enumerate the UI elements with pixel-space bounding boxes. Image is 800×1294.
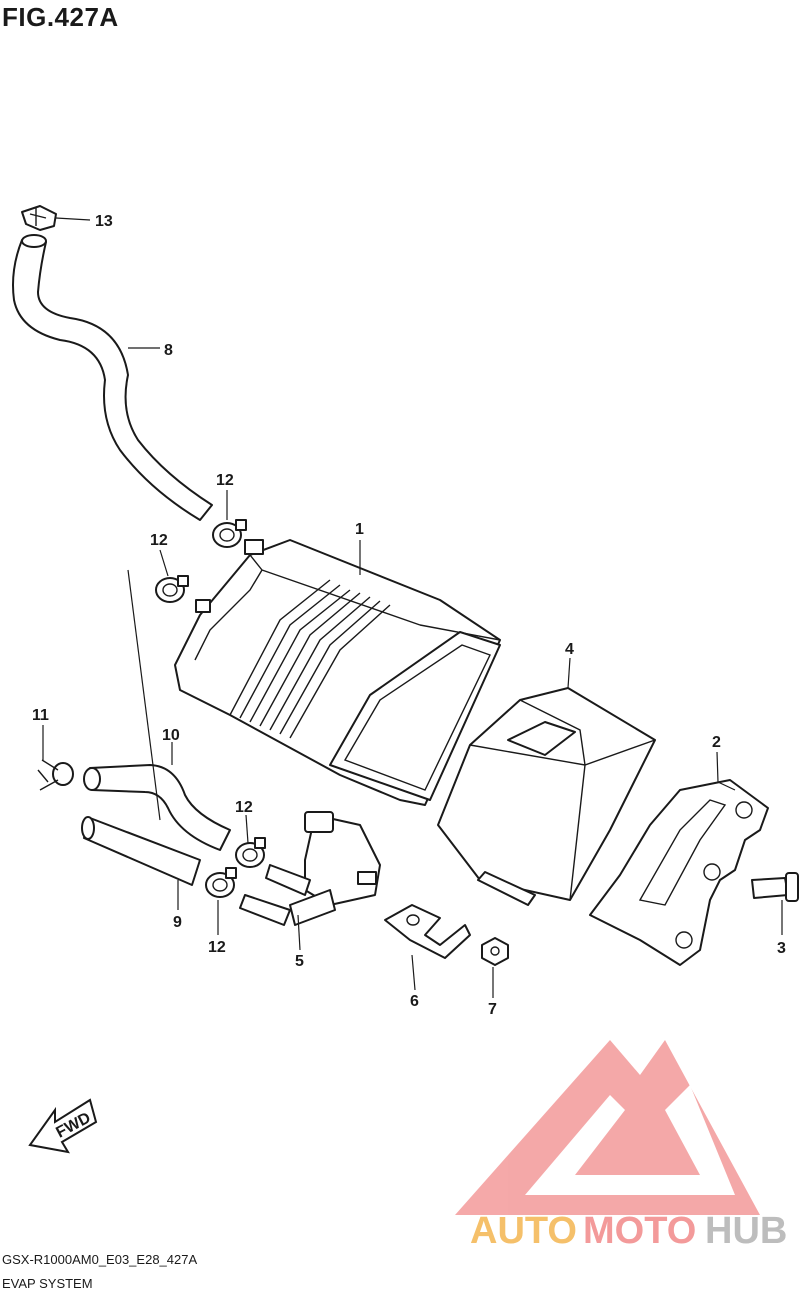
wordmark-hub: HUB bbox=[705, 1210, 787, 1252]
part-8-hose bbox=[12, 234, 213, 521]
part-5-purge-valve bbox=[239, 811, 381, 926]
callout-4: 4 bbox=[565, 641, 574, 658]
part-4-cover bbox=[437, 687, 656, 906]
part-12-clamp-d bbox=[205, 867, 237, 898]
automotohub-logo bbox=[455, 1040, 760, 1215]
callout-9: 9 bbox=[173, 914, 182, 931]
part-12-clamp-c bbox=[235, 837, 266, 868]
part-9-hose bbox=[81, 816, 201, 886]
automotohub-wordmark: AUTO MOTO HUB bbox=[470, 1210, 787, 1252]
part-1-canister bbox=[174, 539, 501, 806]
part-12-clamp-b bbox=[155, 575, 189, 603]
part-2-bracket bbox=[589, 779, 769, 966]
callout-3: 3 bbox=[777, 940, 786, 957]
callout-11: 11 bbox=[32, 707, 49, 724]
callout-7: 7 bbox=[488, 1001, 497, 1018]
callout-12-a: 12 bbox=[216, 472, 234, 489]
callout-1: 1 bbox=[355, 521, 364, 538]
callout-10: 10 bbox=[162, 727, 180, 744]
model-code: GSX-R1000AM0_E03_E28_427A bbox=[2, 1252, 198, 1267]
callout-13: 13 bbox=[95, 213, 113, 230]
wordmark-auto: AUTO bbox=[470, 1210, 577, 1252]
part-13-clamp bbox=[21, 205, 57, 231]
callout-labels: 1 2 3 4 5 6 7 8 9 10 11 12 12 12 12 13 bbox=[32, 213, 786, 1018]
callout-5: 5 bbox=[295, 953, 304, 970]
part-6-bracket bbox=[384, 904, 471, 959]
callout-2: 2 bbox=[712, 734, 721, 751]
part-12-clamp-a bbox=[212, 519, 247, 548]
wordmark-moto: MOTO bbox=[583, 1210, 696, 1252]
callout-8: 8 bbox=[164, 342, 173, 359]
fwd-arrow-icon: FWD bbox=[28, 1098, 98, 1154]
part-10-hose bbox=[83, 764, 231, 851]
callout-12-d: 12 bbox=[208, 939, 226, 956]
system-name: EVAP SYSTEM bbox=[2, 1276, 93, 1291]
callout-12-b: 12 bbox=[150, 532, 168, 549]
part-7-nut bbox=[481, 937, 509, 966]
part-3-bolt bbox=[751, 872, 799, 902]
callout-12-c: 12 bbox=[235, 799, 253, 816]
part-11-clip bbox=[37, 759, 74, 791]
figure-title: FIG.427A bbox=[2, 2, 119, 32]
leader-lines bbox=[42, 217, 783, 998]
callout-6: 6 bbox=[410, 993, 419, 1010]
